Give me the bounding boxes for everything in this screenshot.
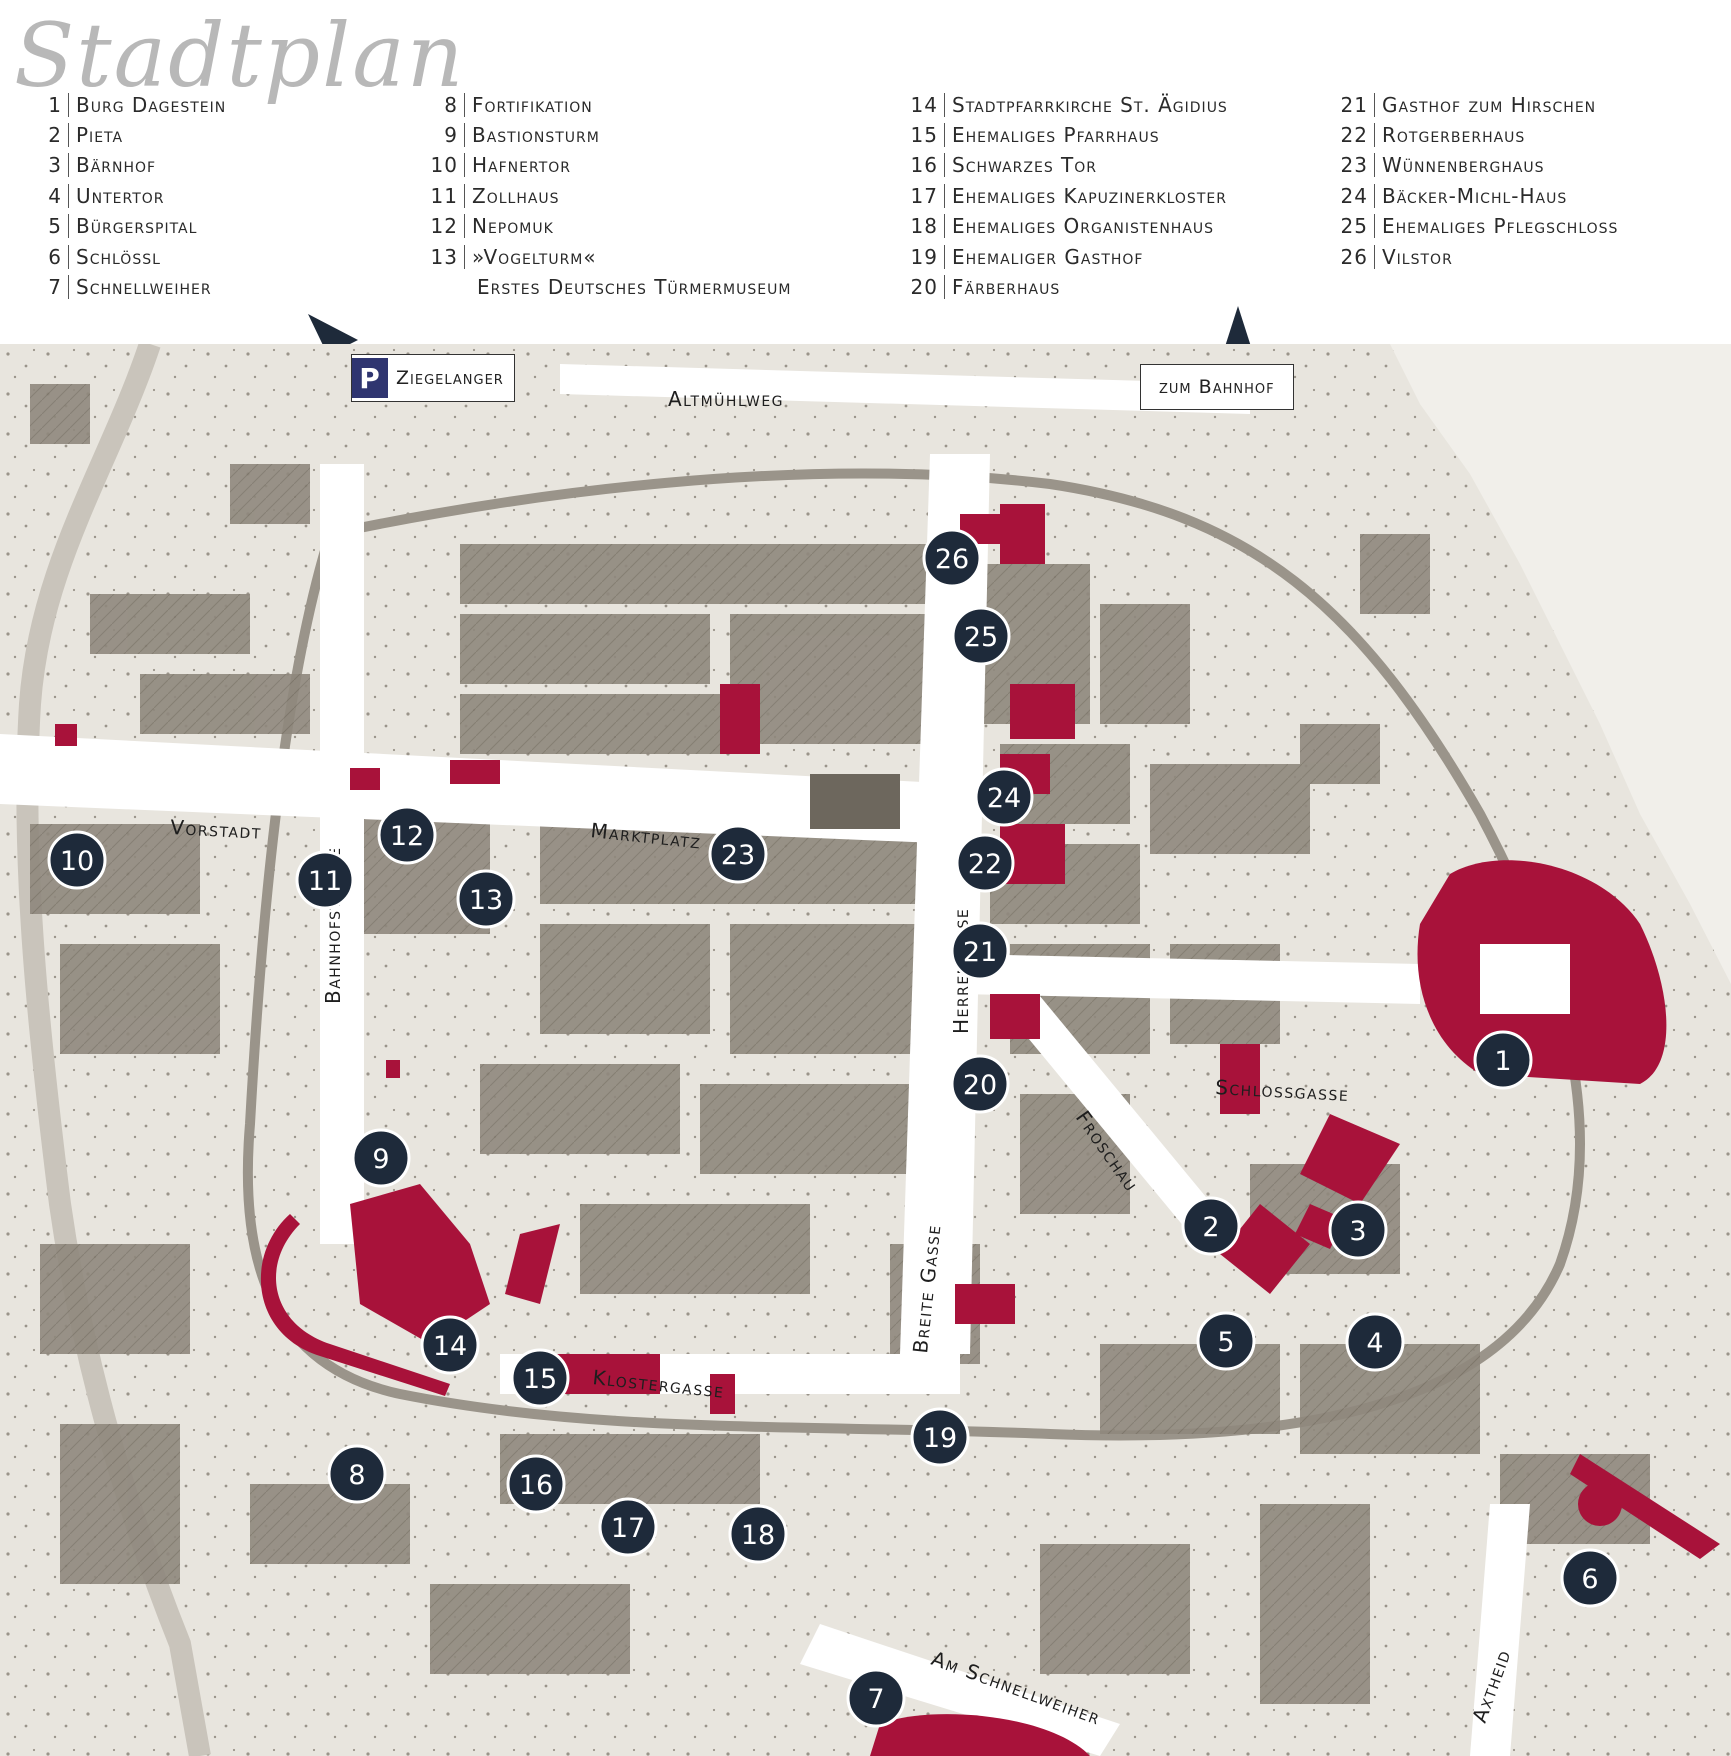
marker-1[interactable]: 1	[1473, 1030, 1533, 1090]
marker-6[interactable]: 6	[1560, 1548, 1620, 1608]
marker-13[interactable]: 13	[456, 869, 516, 929]
marker-24[interactable]: 24	[974, 767, 1034, 827]
marker-19[interactable]: 19	[910, 1407, 970, 1467]
svg-text:2: 2	[1202, 1212, 1219, 1243]
svg-text:8: 8	[348, 1460, 365, 1491]
station-sign[interactable]: zum Bahnhof	[1140, 364, 1294, 410]
marker-15[interactable]: 15	[510, 1348, 570, 1408]
station-direction-arrow-icon	[1222, 306, 1254, 356]
marker-17[interactable]: 17	[598, 1497, 658, 1557]
svg-text:7: 7	[867, 1684, 884, 1715]
marker-22[interactable]: 22	[955, 833, 1015, 893]
marker-9[interactable]: 9	[351, 1128, 411, 1188]
city-map[interactable]: Altmühlweg Bahnhofstrasse Vorstadt Markt…	[0, 344, 1731, 1756]
svg-text:22: 22	[968, 849, 1002, 880]
parking-sign[interactable]: P Ziegelanger	[351, 354, 515, 402]
svg-text:10: 10	[60, 846, 94, 877]
svg-text:16: 16	[519, 1470, 553, 1501]
svg-text:9: 9	[372, 1144, 389, 1175]
marker-23[interactable]: 23	[708, 824, 768, 884]
svg-text:5: 5	[1217, 1327, 1234, 1358]
svg-text:14: 14	[433, 1331, 467, 1362]
street-label-altmuehlweg: Altmühlweg	[668, 387, 784, 411]
station-sign-label: zum Bahnhof	[1159, 376, 1275, 398]
svg-text:6: 6	[1581, 1564, 1598, 1595]
svg-text:1: 1	[1494, 1046, 1511, 1077]
svg-text:11: 11	[308, 866, 342, 897]
marker-4[interactable]: 4	[1345, 1312, 1405, 1372]
marker-16[interactable]: 16	[506, 1454, 566, 1514]
legend-item[interactable]: 13»Vogelturm«	[430, 245, 597, 269]
map-markers: 1 2 3 4 5 6 7 8 9 10 11 12 13 14 15 16 1…	[47, 528, 1620, 1728]
marker-3[interactable]: 3	[1328, 1200, 1388, 1260]
marker-20[interactable]: 20	[950, 1054, 1010, 1114]
marker-25[interactable]: 25	[951, 606, 1011, 666]
parking-icon: P	[352, 358, 388, 398]
marker-14[interactable]: 14	[420, 1315, 480, 1375]
parking-sign-label: Ziegelanger	[396, 367, 504, 389]
svg-text:15: 15	[523, 1364, 557, 1395]
marker-10[interactable]: 10	[47, 830, 107, 890]
parking-direction-arrow-icon	[308, 314, 358, 364]
svg-text:25: 25	[964, 622, 998, 653]
street-label-vorstadt: Vorstadt	[170, 815, 263, 844]
svg-text:12: 12	[390, 821, 424, 852]
hillside-area	[1390, 344, 1731, 984]
svg-text:3: 3	[1349, 1216, 1366, 1247]
svg-text:18: 18	[741, 1520, 775, 1551]
svg-text:24: 24	[987, 783, 1021, 814]
svg-text:19: 19	[923, 1423, 957, 1454]
svg-text:4: 4	[1366, 1328, 1383, 1359]
marker-5[interactable]: 5	[1196, 1311, 1256, 1371]
svg-text:13: 13	[469, 885, 503, 916]
svg-text:23: 23	[721, 840, 755, 871]
legend-item[interactable]: Erstes Deutsches Türmermuseum	[477, 275, 792, 299]
marker-21[interactable]: 21	[950, 921, 1010, 981]
marker-12[interactable]: 12	[377, 805, 437, 865]
marker-8[interactable]: 8	[327, 1444, 387, 1504]
svg-text:21: 21	[963, 937, 997, 968]
marker-2[interactable]: 2	[1181, 1196, 1241, 1256]
marker-18[interactable]: 18	[728, 1504, 788, 1564]
streets	[0, 364, 1530, 1756]
marker-11[interactable]: 11	[295, 850, 355, 910]
svg-text:17: 17	[611, 1513, 645, 1544]
marker-26[interactable]: 26	[922, 528, 982, 588]
svg-text:20: 20	[963, 1070, 997, 1101]
svg-text:26: 26	[935, 544, 969, 575]
marker-7[interactable]: 7	[846, 1668, 906, 1728]
map-title: Stadtplan	[14, 4, 466, 107]
